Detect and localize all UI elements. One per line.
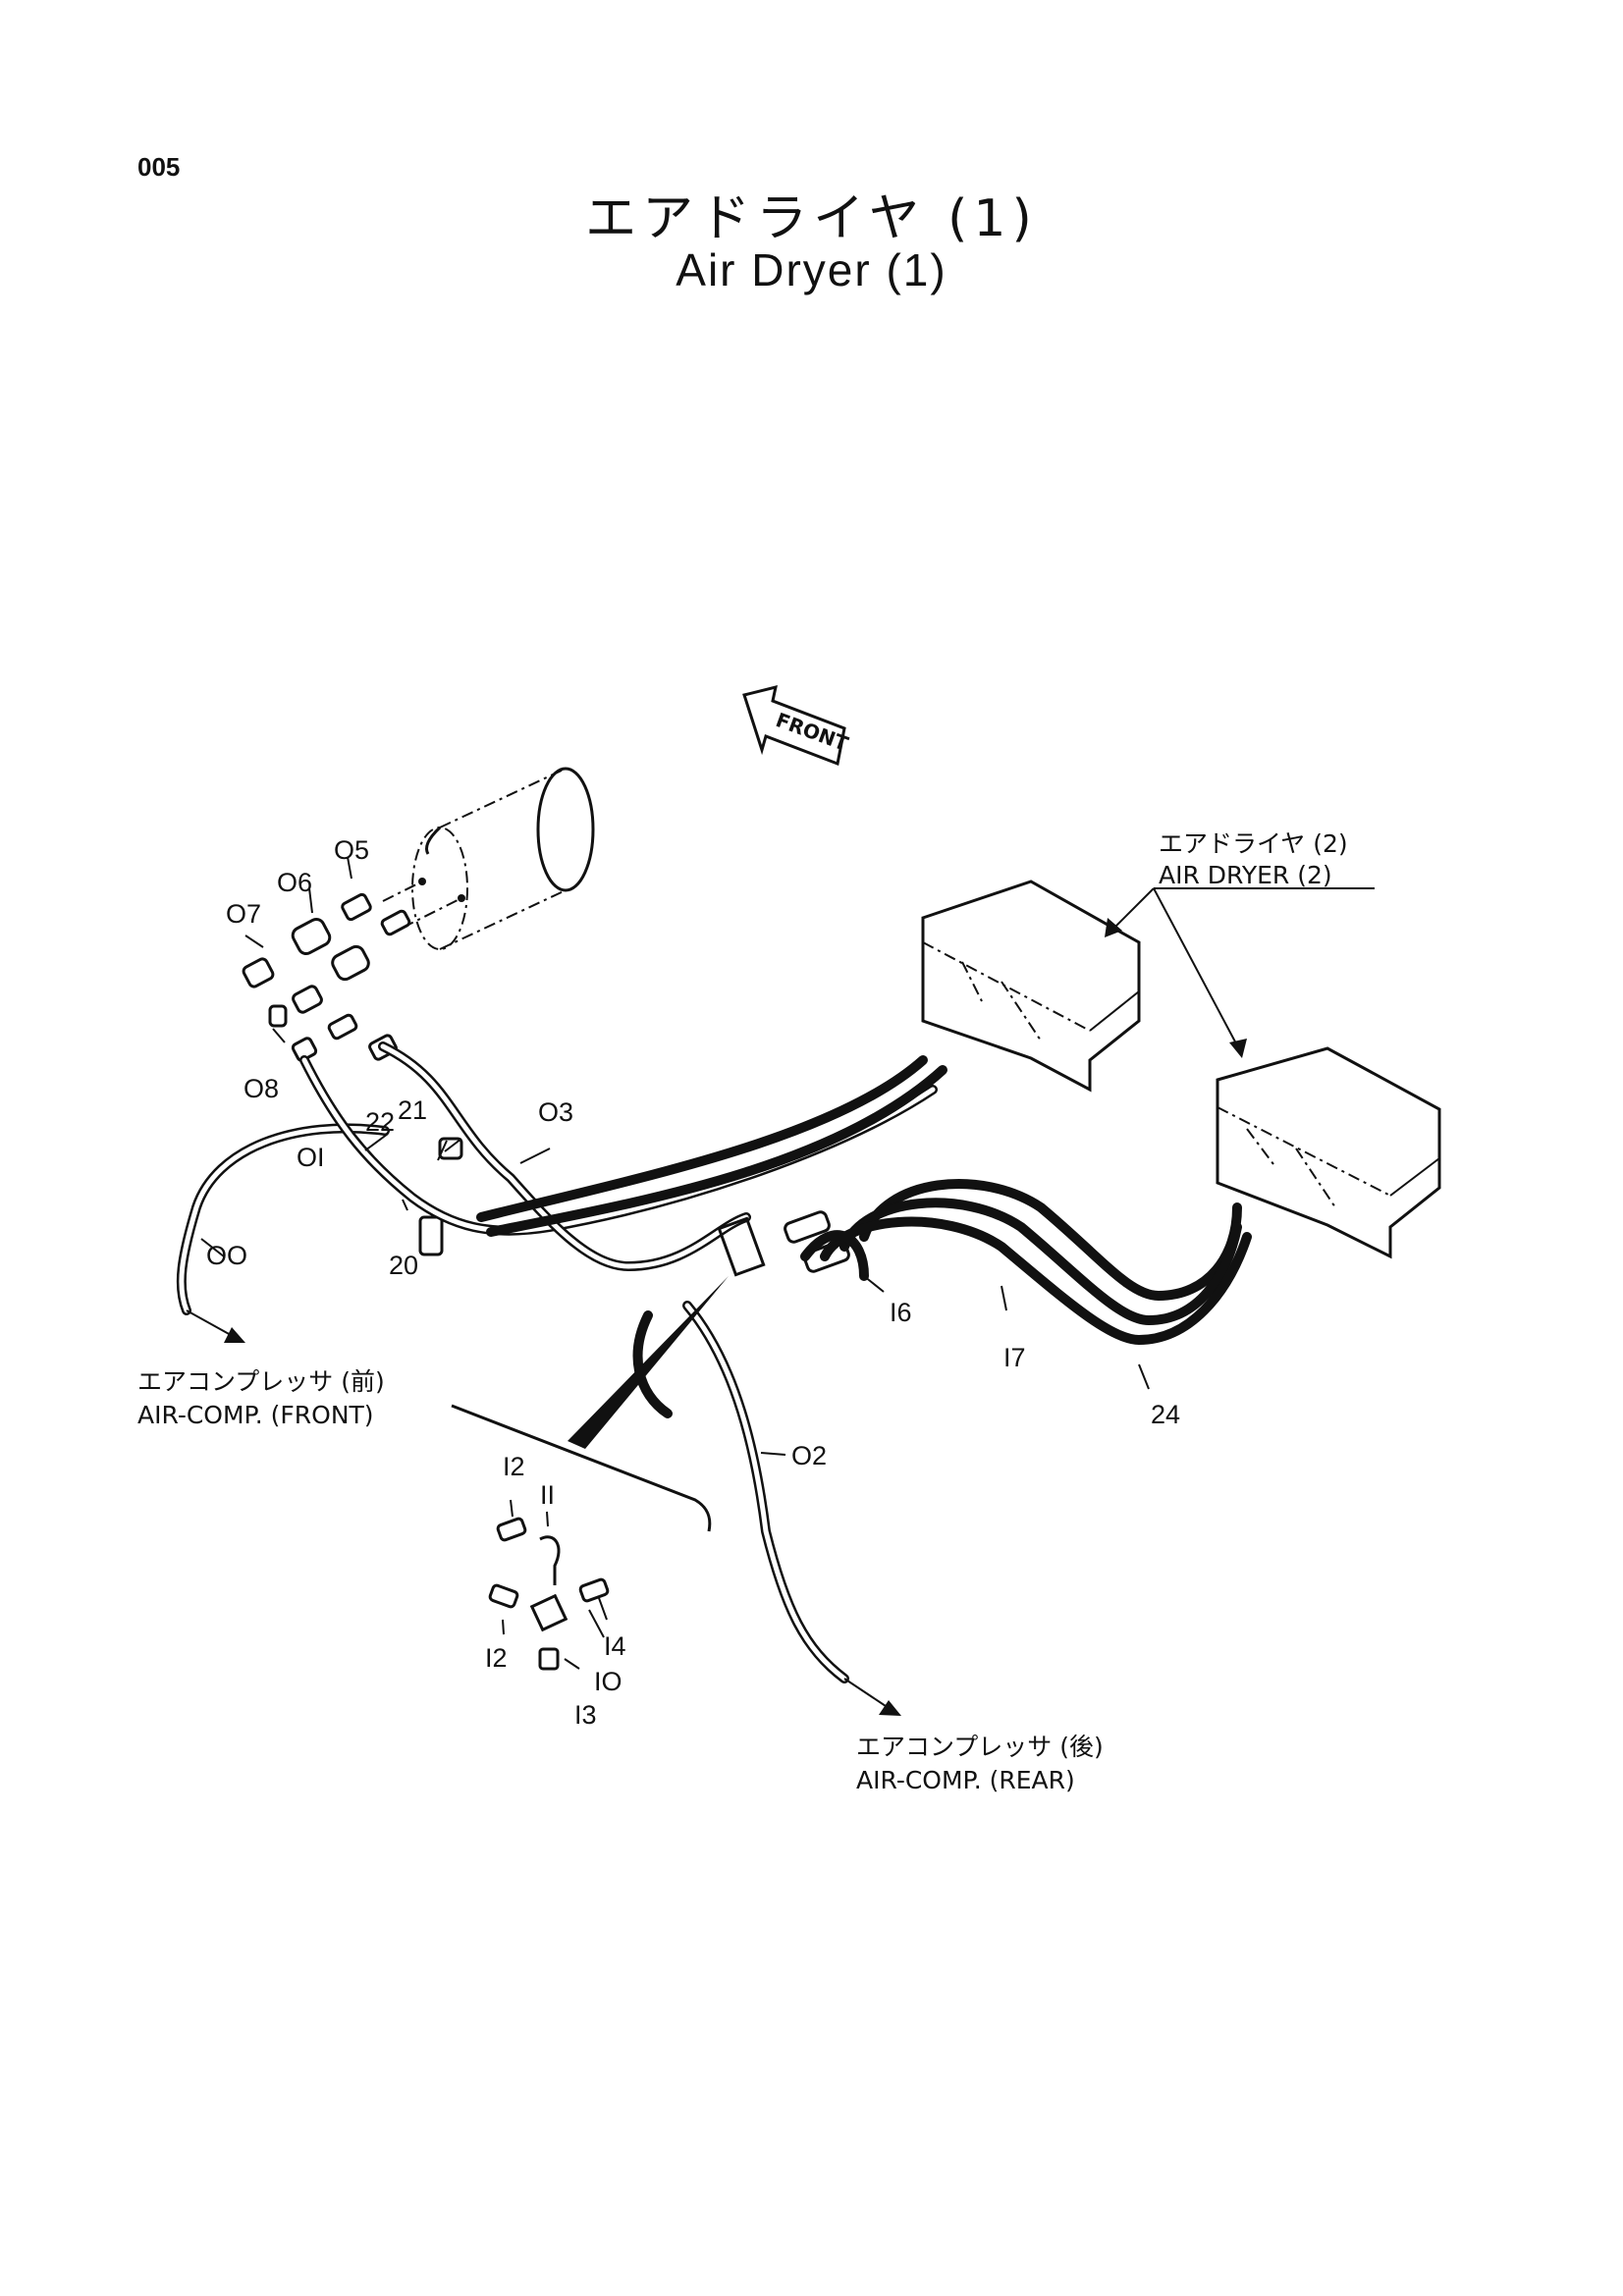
air-comp-front-label-en: AIR-COMP. (FRONT) [137,1401,374,1429]
part-callouts: O5 O6 O7 O8 22 21 O3 OI OO 20 I6 I7 24 O… [206,835,1180,1730]
air-comp-rear-label-jp: エアコンプレッサ (後) [856,1733,1104,1761]
air-dryer-2-label-jp: エアドライヤ (2) [1159,829,1348,858]
callout-01: OI [297,1143,325,1172]
callout-06: O6 [277,868,312,897]
page-number: 005 [137,152,181,182]
front-direction-marker: FRONT [742,684,851,767]
page-title-japanese: エアドライヤ (1) [585,189,1038,248]
callout-leaders [200,856,1150,1670]
callout-00: OO [206,1241,247,1270]
air-comp-front-label-jp: エアコンプレッサ (前) [137,1367,385,1396]
callout-21: 21 [398,1095,427,1125]
callout-12-lower: I2 [485,1643,508,1673]
air-comp-rear-label-en: AIR-COMP. (REAR) [856,1766,1075,1794]
callout-02: O2 [791,1441,827,1470]
annotations: エアドライヤ (2) AIR DRYER (2) エアコンプレッサ (前) AI… [137,829,1348,1794]
callout-05: O5 [334,835,369,865]
annotation-arrows [186,887,1375,1716]
air-dryer-unit-lower [1216,1046,1441,1259]
callout-20: 20 [389,1251,418,1280]
callout-11: II [540,1480,555,1510]
callout-24: 24 [1151,1400,1180,1429]
detail-fitting-assembly [488,1517,610,1671]
air-dryer-2-label-en: AIR DRYER (2) [1159,861,1332,889]
callout-14: I4 [604,1631,626,1661]
callout-22: 22 [365,1107,395,1137]
callout-03: O3 [538,1097,573,1127]
callout-16: I6 [890,1298,912,1327]
detail-pointer [568,1276,729,1449]
callout-10: IO [594,1667,622,1696]
tank-fittings [242,892,463,1256]
callout-08: O8 [243,1074,279,1103]
callout-12-upper: I2 [503,1452,525,1481]
callout-07: O7 [226,899,261,929]
detail-bracket [451,1404,712,1532]
air-dryer-unit-upper [921,880,1141,1093]
air-tank [382,767,595,950]
center-valve-block [717,1210,850,1277]
callout-17: I7 [1003,1343,1026,1372]
page-title-english: Air Dryer (1) [676,244,947,295]
callout-13: I3 [574,1700,597,1730]
hose-bundle [176,1041,1252,1683]
